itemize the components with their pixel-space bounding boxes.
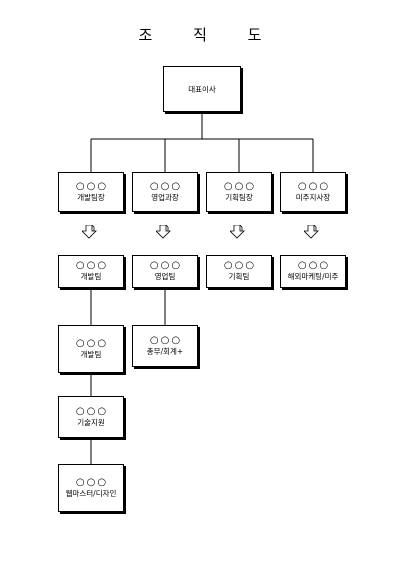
manager-title: 미주지사장: [295, 192, 331, 202]
dev-team-box: ○○○ 개발팀: [58, 325, 124, 373]
manager-box-sales: ○○○ 영업과장: [132, 172, 198, 212]
name-placeholder: ○○○: [75, 180, 109, 192]
admin-accounting-box: ○○○ 총무/회계+: [132, 325, 198, 367]
name-placeholder: ○○○: [75, 337, 109, 349]
webmaster-design-box: ○○○ 웹마스터/디자인: [58, 464, 124, 512]
name-placeholder: ○○○: [75, 260, 109, 271]
manager-title: 기획팀장: [225, 192, 253, 202]
team-title: 기획팀: [228, 272, 250, 281]
ceo-box: 대표이사: [163, 66, 241, 112]
page-title: 조 직 도: [138, 26, 280, 44]
name-placeholder: ○○○: [297, 180, 331, 192]
name-placeholder: ○○○: [149, 260, 183, 271]
down-arrow-icon: [304, 225, 319, 239]
ceo-label: 대표이사: [188, 84, 216, 94]
team-title: 총무/회계+: [146, 346, 184, 356]
tech-support-box: ○○○ 기술지원: [58, 396, 124, 438]
down-arrow-icon: [156, 225, 171, 239]
manager-box-dev: ○○○ 개발팀장: [58, 172, 124, 212]
team-box-sales: ○○○ 영업팀: [132, 255, 198, 288]
team-box-overseas-marketing: ○○○ 해외마케팅/미주: [280, 255, 346, 288]
down-arrow-icon: [230, 225, 245, 239]
team-title: 웹마스터/디자인: [65, 488, 117, 498]
manager-title: 영업과장: [151, 192, 179, 202]
manager-title: 개발팀장: [77, 192, 105, 202]
manager-box-planning: ○○○ 기획팀장: [206, 172, 272, 212]
name-placeholder: ○○○: [75, 405, 109, 417]
team-box-planning: ○○○ 기획팀: [206, 255, 272, 288]
name-placeholder: ○○○: [149, 180, 183, 192]
manager-box-us-branch: ○○○ 미주지사장: [280, 172, 346, 212]
name-placeholder: ○○○: [297, 260, 331, 271]
name-placeholder: ○○○: [149, 334, 183, 346]
name-placeholder: ○○○: [223, 260, 257, 271]
team-title: 기술지원: [77, 417, 105, 427]
team-title: 영업팀: [154, 272, 176, 281]
name-placeholder: ○○○: [223, 180, 257, 192]
name-placeholder: ○○○: [75, 476, 109, 488]
team-title: 개발팀: [80, 272, 102, 281]
team-title: 개발팀: [80, 349, 102, 359]
down-arrow-icon: [82, 225, 97, 239]
team-box-dev: ○○○ 개발팀: [58, 255, 124, 288]
team-title: 해외마케팅/미주: [287, 272, 339, 281]
